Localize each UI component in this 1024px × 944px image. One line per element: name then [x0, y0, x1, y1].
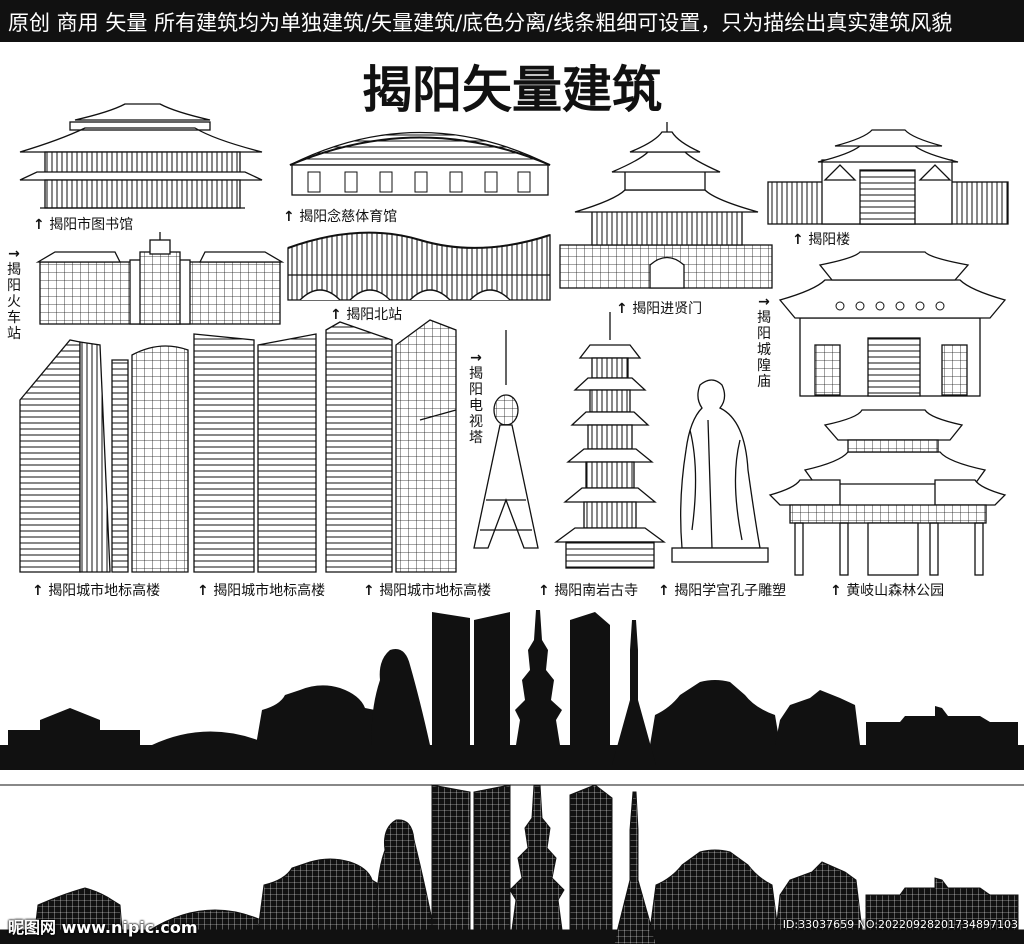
train-station-building — [35, 232, 285, 325]
nanyan-pagoda — [554, 312, 666, 569]
banner-text: 原创 商用 矢量 所有建筑均为单独建筑/矢量建筑/底色分离/线条粗细可设置，只为… — [8, 11, 953, 35]
label-huangqi-park: ↑ 黄岐山森林公园 — [830, 583, 945, 599]
silhouette-tower-single — [570, 612, 610, 745]
bottom-statue — [376, 819, 435, 931]
label-tv-tower: →揭阳电视塔 — [469, 350, 483, 446]
top-banner: 原创 商用 矢量 所有建筑均为单独建筑/矢量建筑/底色分离/线条粗细可设置，只为… — [0, 0, 1024, 42]
north-station-building — [287, 231, 551, 301]
jieyang-tower-building — [767, 129, 1009, 225]
bottom-gate-1 — [257, 858, 381, 931]
label-landmark-1: ↑ 揭阳城市地标高楼 — [32, 583, 161, 599]
landmark-towers-1 — [19, 339, 189, 573]
watermark-id: ID:33037659 NO:20220928201734897103 — [782, 918, 1018, 931]
huangqi-gate — [768, 409, 1007, 576]
landmark-towers-3 — [325, 319, 457, 573]
page-title: 揭阳矢量建筑 — [362, 61, 662, 119]
silhouette-pagoda — [515, 610, 562, 745]
label-train-station: →揭阳火车站 — [7, 246, 21, 342]
silhouette-library — [8, 708, 140, 745]
silhouette-skyline — [0, 610, 1024, 770]
label-confucius-statue: ↑ 揭阳学宫孔子雕塑 — [658, 583, 787, 599]
bottom-tower-pair — [431, 784, 511, 931]
bottom-pagoda — [509, 784, 565, 931]
confucius-statue — [671, 379, 769, 563]
bottom-library — [34, 887, 123, 931]
label-landmark-2: ↑ 揭阳城市地标高楼 — [197, 583, 326, 599]
silhouette-gate-2 — [650, 680, 780, 745]
library-building — [19, 103, 263, 209]
city-temple — [778, 251, 1007, 397]
silhouette-statue — [371, 649, 430, 745]
silhouette-gate-1 — [256, 685, 375, 745]
tv-tower — [473, 330, 539, 549]
bottom-station — [865, 877, 1019, 931]
landmark-towers-2 — [193, 333, 317, 573]
label-landmark-3: ↑ 揭阳城市地标高楼 — [363, 583, 492, 599]
silhouette-station — [866, 706, 1018, 745]
silhouette-tv-tower — [612, 620, 656, 765]
label-north-station: ↑ 揭阳北站 — [330, 307, 403, 323]
label-tower-building: ↑ 揭阳楼 — [792, 232, 851, 248]
label-city-temple: →揭阳城隍庙 — [757, 294, 771, 390]
bottom-gate-2 — [649, 849, 779, 931]
silhouette-pavilion — [775, 690, 860, 745]
watermark-site: 昵图网 www.nipic.com — [8, 918, 198, 937]
bottom-tv-tower — [613, 791, 657, 944]
silhouette-gym — [152, 731, 270, 745]
label-jinxian-gate: ↑ 揭阳进贤门 — [616, 301, 703, 317]
silhouette-tower-pair — [432, 612, 510, 745]
label-nanyan-temple: ↑ 揭阳南岩古寺 — [538, 583, 639, 599]
bottom-skyline — [0, 784, 1024, 944]
bottom-pavilion — [775, 861, 863, 931]
bottom-tower-single — [569, 784, 613, 931]
label-gym: ↑ 揭阳念慈体育馆 — [283, 209, 398, 225]
silhouette-ground — [0, 745, 1024, 770]
label-library: ↑ 揭阳市图书馆 — [33, 217, 134, 233]
gym-building — [289, 131, 551, 196]
jinxian-gate — [559, 122, 773, 289]
